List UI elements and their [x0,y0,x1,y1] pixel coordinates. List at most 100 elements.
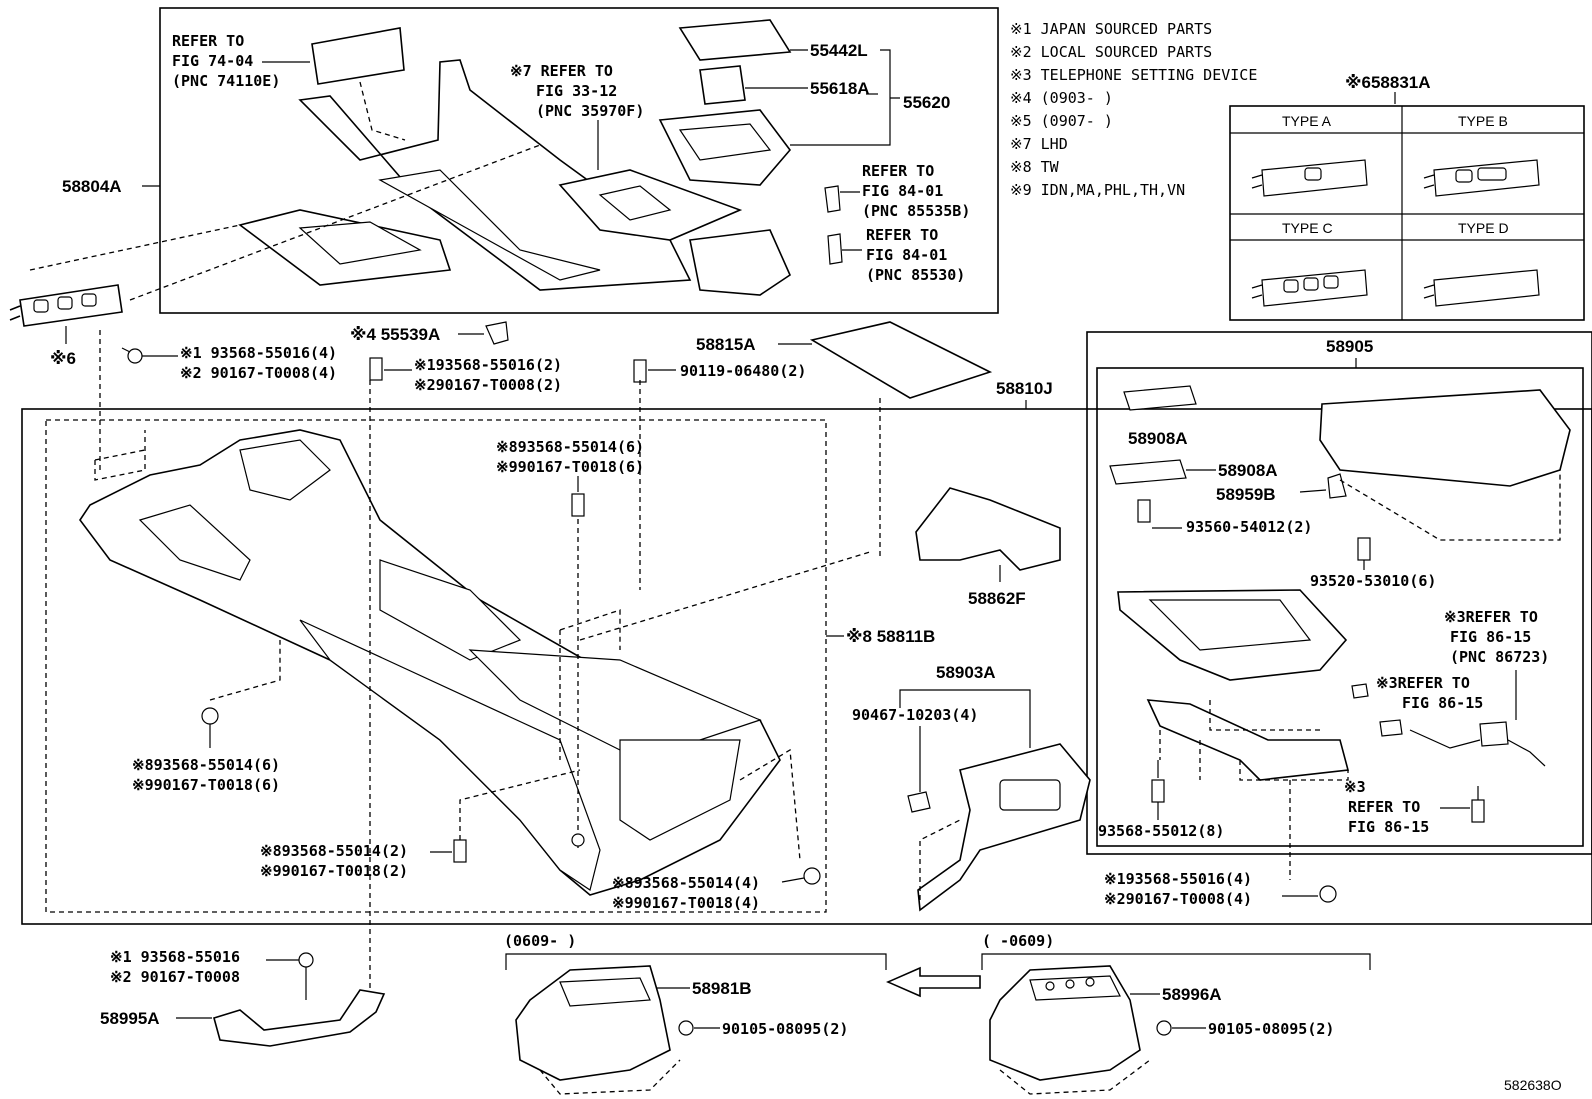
svg-text:※7 REFER TO: ※7 REFER TO [510,62,613,80]
note-5: ※5 (0907- ) [1010,112,1113,130]
mat-58815A [809,321,993,399]
switch-panel-type-d [1423,269,1540,307]
range-new: (0609- ) [504,932,887,970]
type-b-label: TYPE B [1458,113,1508,129]
label-58905: 58905 [1326,337,1373,356]
note-1: ※1 JAPAN SOURCED PARTS [1010,20,1212,38]
svg-text:※3REFER TO: ※3REFER TO [1444,608,1538,626]
label-55442L: 55442L [810,41,868,60]
label-6: ※6 [50,349,76,368]
screw-group-8: 93560-54012(2) [1137,499,1312,536]
svg-text:FIG 74-04: FIG 74-04 [172,52,253,70]
console-assembly-box [21,408,1592,925]
svg-text:90105-08095(2): 90105-08095(2) [722,1020,848,1038]
svg-text:93520-53010(6): 93520-53010(6) [1310,572,1436,590]
label-58908A-2: 58908A [1218,461,1278,480]
svg-text:FIG 84-01: FIG 84-01 [866,246,947,264]
svg-text:FIG 86-15: FIG 86-15 [1450,628,1531,646]
lid-55442L [678,19,792,61]
label-58903A: 58903A [936,663,996,682]
note-3: ※3 TELEPHONE SETTING DEVICE [1010,66,1257,84]
screw-group-2: ※193568-55016(2) ※290167-T0008(2) [369,356,562,394]
svg-text:(PNC 85535B): (PNC 85535B) [862,202,970,220]
bracket-58908A-1 [1123,385,1197,411]
svg-text:※893568-55014(4): ※893568-55014(4) [612,874,760,892]
stopper-58959B [1327,473,1347,499]
note-2: ※2 LOCAL SOURCED PARTS [1010,43,1212,61]
svg-text:※3: ※3 [1344,778,1366,796]
svg-text:※4 55539A: ※4 55539A [350,325,440,344]
svg-text:※1 93568-55016: ※1 93568-55016 [110,948,240,966]
label-55620: 55620 [903,93,950,112]
ref-fig-86-15-b: ※3REFER TO FIG 86-15 [1351,674,1483,712]
note-4: ※4 (0903- ) [1010,89,1113,107]
bracket-58908A-2 [1109,459,1187,485]
rear-vent-58903A [917,743,1091,912]
svg-text:90105-08095(2): 90105-08095(2) [1208,1020,1334,1038]
svg-text:FIG 86-15: FIG 86-15 [1402,694,1483,712]
screw-group-9: 93520-53010(6) [1310,537,1436,590]
svg-text:(PNC 85530): (PNC 85530) [866,266,965,284]
upper-assembly-box [159,7,999,314]
screw-group-4: ※893568-55014(6) ※990167-T0018(6) [496,438,644,517]
svg-text:※990167-T0018(2): ※990167-T0018(2) [260,862,408,880]
range-old: ( -0609) [981,932,1371,970]
armrest-lid [1319,389,1571,487]
svg-text:(PNC 35970F): (PNC 35970F) [536,102,644,120]
ref-fig-86-15-a: ※3REFER TO FIG 86-15 (PNC 86723) [1444,608,1549,720]
svg-text:※1 93568-55016(4): ※1 93568-55016(4) [180,344,337,362]
svg-text:93568-55012(8): 93568-55012(8) [1098,822,1224,840]
svg-text:FIG 86-15: FIG 86-15 [1348,818,1429,836]
screw-group-5: ※893568-55014(6) ※990167-T0018(6) [132,707,280,794]
type-table: ※658831A TYPE A TYPE B TYPE C TYPE D [1229,73,1585,321]
svg-text:REFER TO: REFER TO [862,162,934,180]
label-55618A: 55618A [810,79,870,98]
socket-85535b [824,185,841,213]
svg-text:FIG 33-12: FIG 33-12 [536,82,617,100]
screw-group-1: ※1 93568-55016(4) ※2 90167-T0008(4) [121,344,337,382]
svg-text:REFER TO: REFER TO [866,226,938,244]
svg-text:※290167-T0008(2): ※290167-T0008(2) [414,376,562,394]
svg-text:※893568-55014(6): ※893568-55014(6) [132,756,280,774]
label-58862F: 58862F [968,589,1026,608]
svg-text:REFER TO: REFER TO [172,32,244,50]
svg-text:※193568-55016(4): ※193568-55016(4) [1104,870,1252,888]
svg-text:REFER TO: REFER TO [1348,798,1420,816]
armrest-inner-box [1096,367,1584,847]
ref-fig-84-01-a: REFER TO FIG 84-01 (PNC 85535B) [840,162,970,220]
screw-group-15: 90105-08095(2) [1156,1020,1334,1038]
duct-58862F [915,487,1061,571]
label-58995A: 58995A [100,1009,160,1028]
svg-text:※3REFER TO: ※3REFER TO [1376,674,1470,692]
ref-fig-74-04: REFER TO FIG 74-04 (PNC 74110E) [172,32,310,90]
note-9: ※9 IDN,MA,PHL,TH,VN [1010,181,1185,199]
label-58804A: 58804A [62,177,122,196]
svg-text:( -0609): ( -0609) [982,932,1054,950]
svg-text:(PNC 86723): (PNC 86723) [1450,648,1549,666]
screw-group-13: ※1 93568-55016 ※2 90167-T0008 [110,948,314,1000]
screw-group-6: ※893568-55014(2) ※990167-T0018(2) [260,839,467,880]
screw-group-3: 90119-06480(2) [633,359,806,383]
label-58908A-1: 58908A [1128,429,1188,448]
svg-text:※893568-55014(2): ※893568-55014(2) [260,842,408,860]
screw-group-7: ※893568-55014(4) ※990167-T0018(4) [612,867,821,912]
svg-text:※2 90167-T0008(4): ※2 90167-T0008(4) [180,364,337,382]
screw-group-11: 93568-55012(8) [1098,760,1224,840]
svg-text:(PNC 74110E): (PNC 74110E) [172,72,280,90]
holder-55618A [699,65,746,105]
type-d-label: TYPE D [1458,220,1509,236]
console-box [689,229,792,296]
label-58959B: 58959B [1216,485,1276,504]
type-c-label: TYPE C [1282,220,1333,236]
svg-text:※990167-T0018(6): ※990167-T0018(6) [132,776,280,794]
label-58996A: 58996A [1162,985,1222,1004]
socket-85530 [827,233,843,265]
note-8: ※8 TW [1010,158,1060,176]
armrest-lock [1146,699,1350,781]
screw-group-12: ※193568-55016(4) ※290167-T0008(4) [1104,870,1337,908]
type-table-title: ※658831A [1345,73,1431,92]
arrow-left-icon [886,966,981,998]
clip-group: 90467-10203(4) [852,706,978,813]
svg-text:※990167-T0018(6): ※990167-T0018(6) [496,458,644,476]
note-7: ※7 LHD [1010,135,1068,153]
